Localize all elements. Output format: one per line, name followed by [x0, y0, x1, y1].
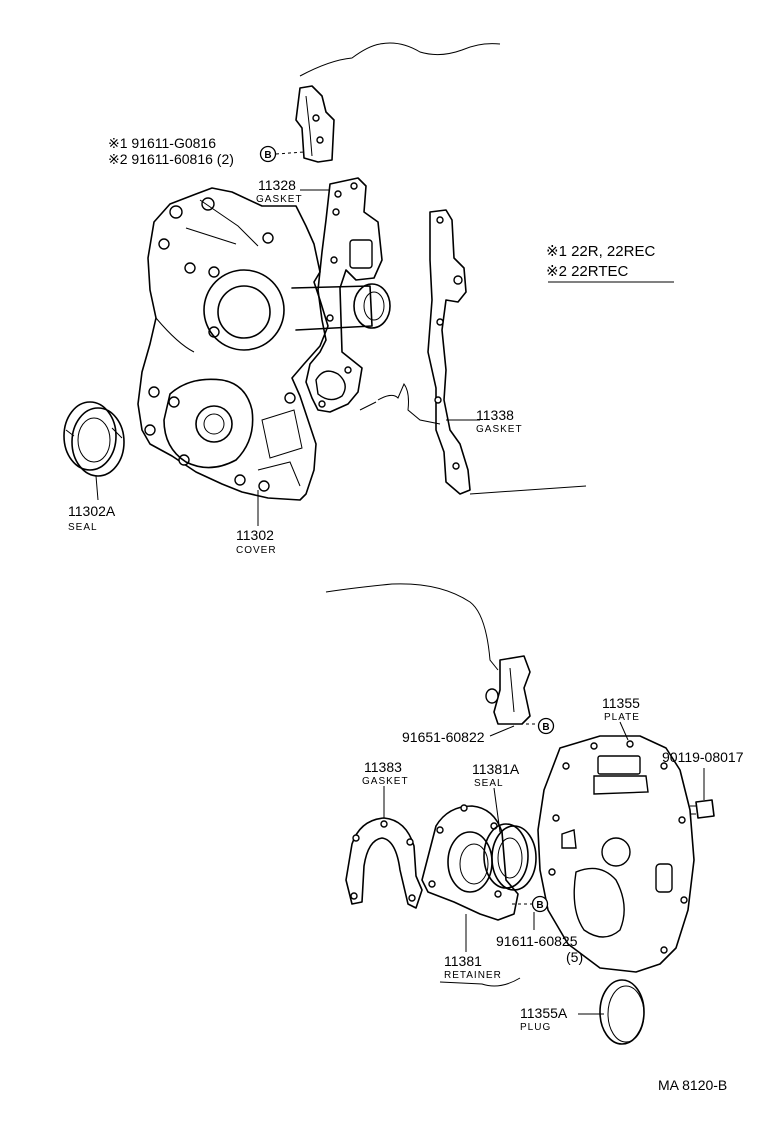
svg-text:B: B: [536, 900, 543, 911]
label-11355-name: PLATE: [604, 712, 640, 723]
seal-11381a: [483, 823, 537, 891]
label-91611-60825: 91611-60825: [496, 933, 578, 949]
label-11302-name: COVER: [236, 545, 277, 556]
label-11338-name: GASKET: [476, 424, 523, 435]
timing-cover-11302: [137, 187, 391, 501]
marker-b-3: B: [531, 895, 549, 913]
legend-line-2: ※2 22RTEC: [546, 263, 628, 280]
label-11355a-number: 11355A: [520, 1005, 568, 1021]
label-11381a-number: 11381A: [472, 761, 520, 777]
label-bolt-1: ※1 91611-G0816: [108, 135, 216, 151]
plate-11355: [537, 735, 695, 973]
gasket-11383: [345, 817, 423, 909]
plug-11355a: [599, 979, 645, 1045]
svg-text:B: B: [542, 722, 549, 733]
label-11328-number: 11328: [258, 177, 296, 193]
label-11383-number: 11383: [364, 759, 402, 775]
label-11381-number: 11381: [444, 953, 482, 969]
label-91611-60825-qty: (5): [566, 949, 583, 965]
label-11355a-name: PLUG: [520, 1022, 551, 1033]
retainer-11381: [421, 804, 519, 921]
label-11338-number: 11338: [476, 407, 514, 423]
footer-code: MA 8120-B: [658, 1077, 727, 1093]
label-91651: 91651-60822: [402, 729, 485, 745]
label-bolt-2: ※2 91611-60816 (2): [108, 151, 234, 167]
marker-b-1: B: [259, 145, 277, 163]
legend-line-1: ※1 22R, 22REC: [546, 243, 655, 260]
bolt-90119: [690, 799, 715, 819]
engine-block-outline-top: [299, 42, 587, 495]
label-11381a-name: SEAL: [474, 778, 504, 789]
label-11302-number: 11302: [236, 527, 274, 543]
lower-bracket: [485, 655, 531, 725]
label-11302a-number: 11302A: [68, 503, 116, 519]
seal-11302a: [63, 401, 125, 477]
leader-lines: [95, 151, 705, 1015]
label-11355-number: 11355: [602, 695, 640, 711]
svg-text:B: B: [264, 150, 271, 161]
gasket-11338: [427, 209, 471, 495]
gasket-11328: [305, 177, 383, 413]
top-bracket: [295, 85, 335, 163]
label-11328-name: GASKET: [256, 194, 303, 205]
label-90119: 90119-08017: [662, 749, 744, 765]
label-11302a-name: SEAL: [68, 522, 98, 533]
label-11383-name: GASKET: [362, 776, 409, 787]
marker-b-2: B: [537, 717, 555, 735]
engine-block-outline-bottom: [325, 583, 521, 987]
label-11381-name: RETAINER: [444, 970, 502, 981]
